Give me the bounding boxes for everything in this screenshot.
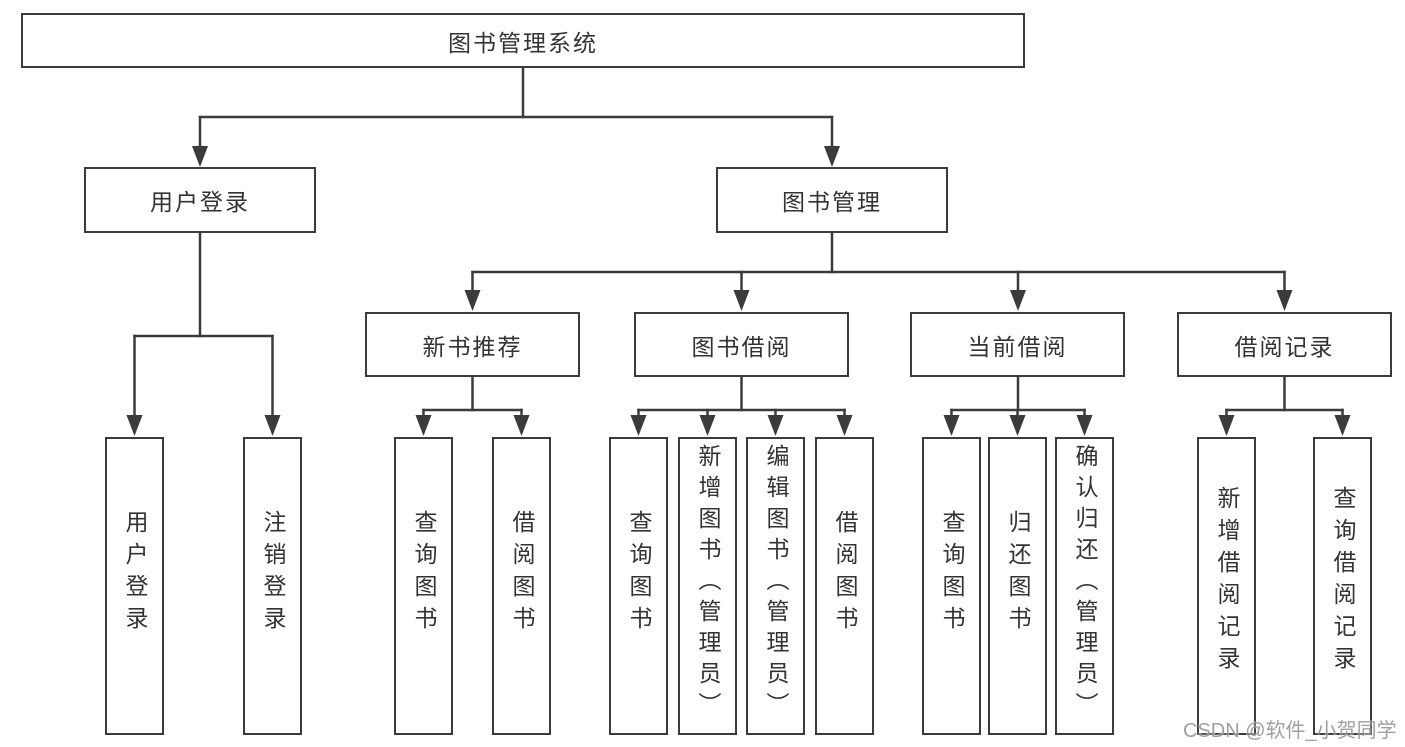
connector-book-borrow-to-leaves: [630, 375, 853, 436]
leaf-user-login-label: 用户登录: [122, 510, 148, 638]
connector-book-management-to-level2: [464, 231, 1293, 311]
leaf-borrow-borrow-books-label: 借阅图书: [832, 510, 858, 638]
leaf-current-return-books: 归还图书: [988, 437, 1047, 735]
leaf-user-login: 用户登录: [105, 437, 164, 735]
node-book-borrow: 图书借阅: [634, 312, 849, 377]
node-current-borrow-label: 当前借阅: [967, 333, 1068, 360]
connector-current-borrow-to-leaves: [943, 375, 1093, 436]
node-borrow-records: 借阅记录: [1177, 312, 1392, 377]
leaf-borrow-add-books-admin-label: 新增图书（管理员）: [695, 443, 721, 723]
node-book-management: 图书管理: [716, 167, 948, 233]
leaf-newbooks-query-books-label: 查询图书: [411, 510, 437, 638]
leaf-borrow-query-books: 查询图书: [609, 437, 668, 735]
node-user-login-label: 用户登录: [150, 189, 250, 215]
leaf-current-confirm-return-admin: 确认归还（管理员）: [1055, 437, 1114, 735]
node-new-book-recommend: 新书推荐: [365, 312, 580, 377]
leaf-borrow-edit-books-admin: 编辑图书（管理员）: [746, 437, 805, 735]
connector-new-book-recommend-to-leaves: [415, 375, 530, 436]
watermark: CSDN @软件_小贺同学: [1183, 720, 1397, 742]
leaf-newbooks-borrow-books: 借阅图书: [492, 437, 551, 735]
leaf-records-add-record: 新增借阅记录: [1197, 437, 1256, 735]
node-root: 图书管理系统: [21, 13, 1025, 68]
connector-borrow-records-to-leaves: [1218, 375, 1351, 436]
node-root-label: 图书管理系统: [448, 29, 598, 56]
node-current-borrow: 当前借阅: [910, 312, 1125, 377]
leaf-current-return-books-label: 归还图书: [1005, 510, 1031, 638]
node-book-borrow-label: 图书借阅: [691, 333, 792, 360]
node-user-login: 用户登录: [84, 167, 316, 233]
leaf-current-query-books-label: 查询图书: [939, 510, 965, 638]
leaf-records-query-record-label: 查询借阅记录: [1330, 486, 1356, 678]
leaf-current-confirm-return-admin-label: 确认归还（管理员）: [1072, 443, 1098, 723]
leaf-borrow-borrow-books: 借阅图书: [815, 437, 874, 735]
node-book-management-label: 图书管理: [782, 189, 882, 215]
node-borrow-records-label: 借阅记录: [1234, 333, 1335, 360]
leaf-borrow-edit-books-admin-label: 编辑图书（管理员）: [763, 443, 789, 723]
leaf-current-query-books: 查询图书: [922, 437, 981, 735]
leaf-records-query-record: 查询借阅记录: [1313, 437, 1372, 735]
node-new-book-recommend-label: 新书推荐: [422, 333, 523, 360]
connector-user-login-to-leaves: [126, 231, 281, 436]
leaf-records-add-record-label: 新增借阅记录: [1214, 486, 1240, 678]
leaf-logout-label: 注销登录: [260, 510, 286, 638]
leaf-borrow-add-books-admin: 新增图书（管理员）: [678, 437, 737, 735]
leaf-newbooks-query-books: 查询图书: [394, 437, 453, 735]
leaf-newbooks-borrow-books-label: 借阅图书: [509, 510, 535, 638]
connector-root-to-level1: [192, 66, 840, 167]
leaf-logout: 注销登录: [243, 437, 302, 735]
leaf-borrow-query-books-label: 查询图书: [626, 510, 652, 638]
